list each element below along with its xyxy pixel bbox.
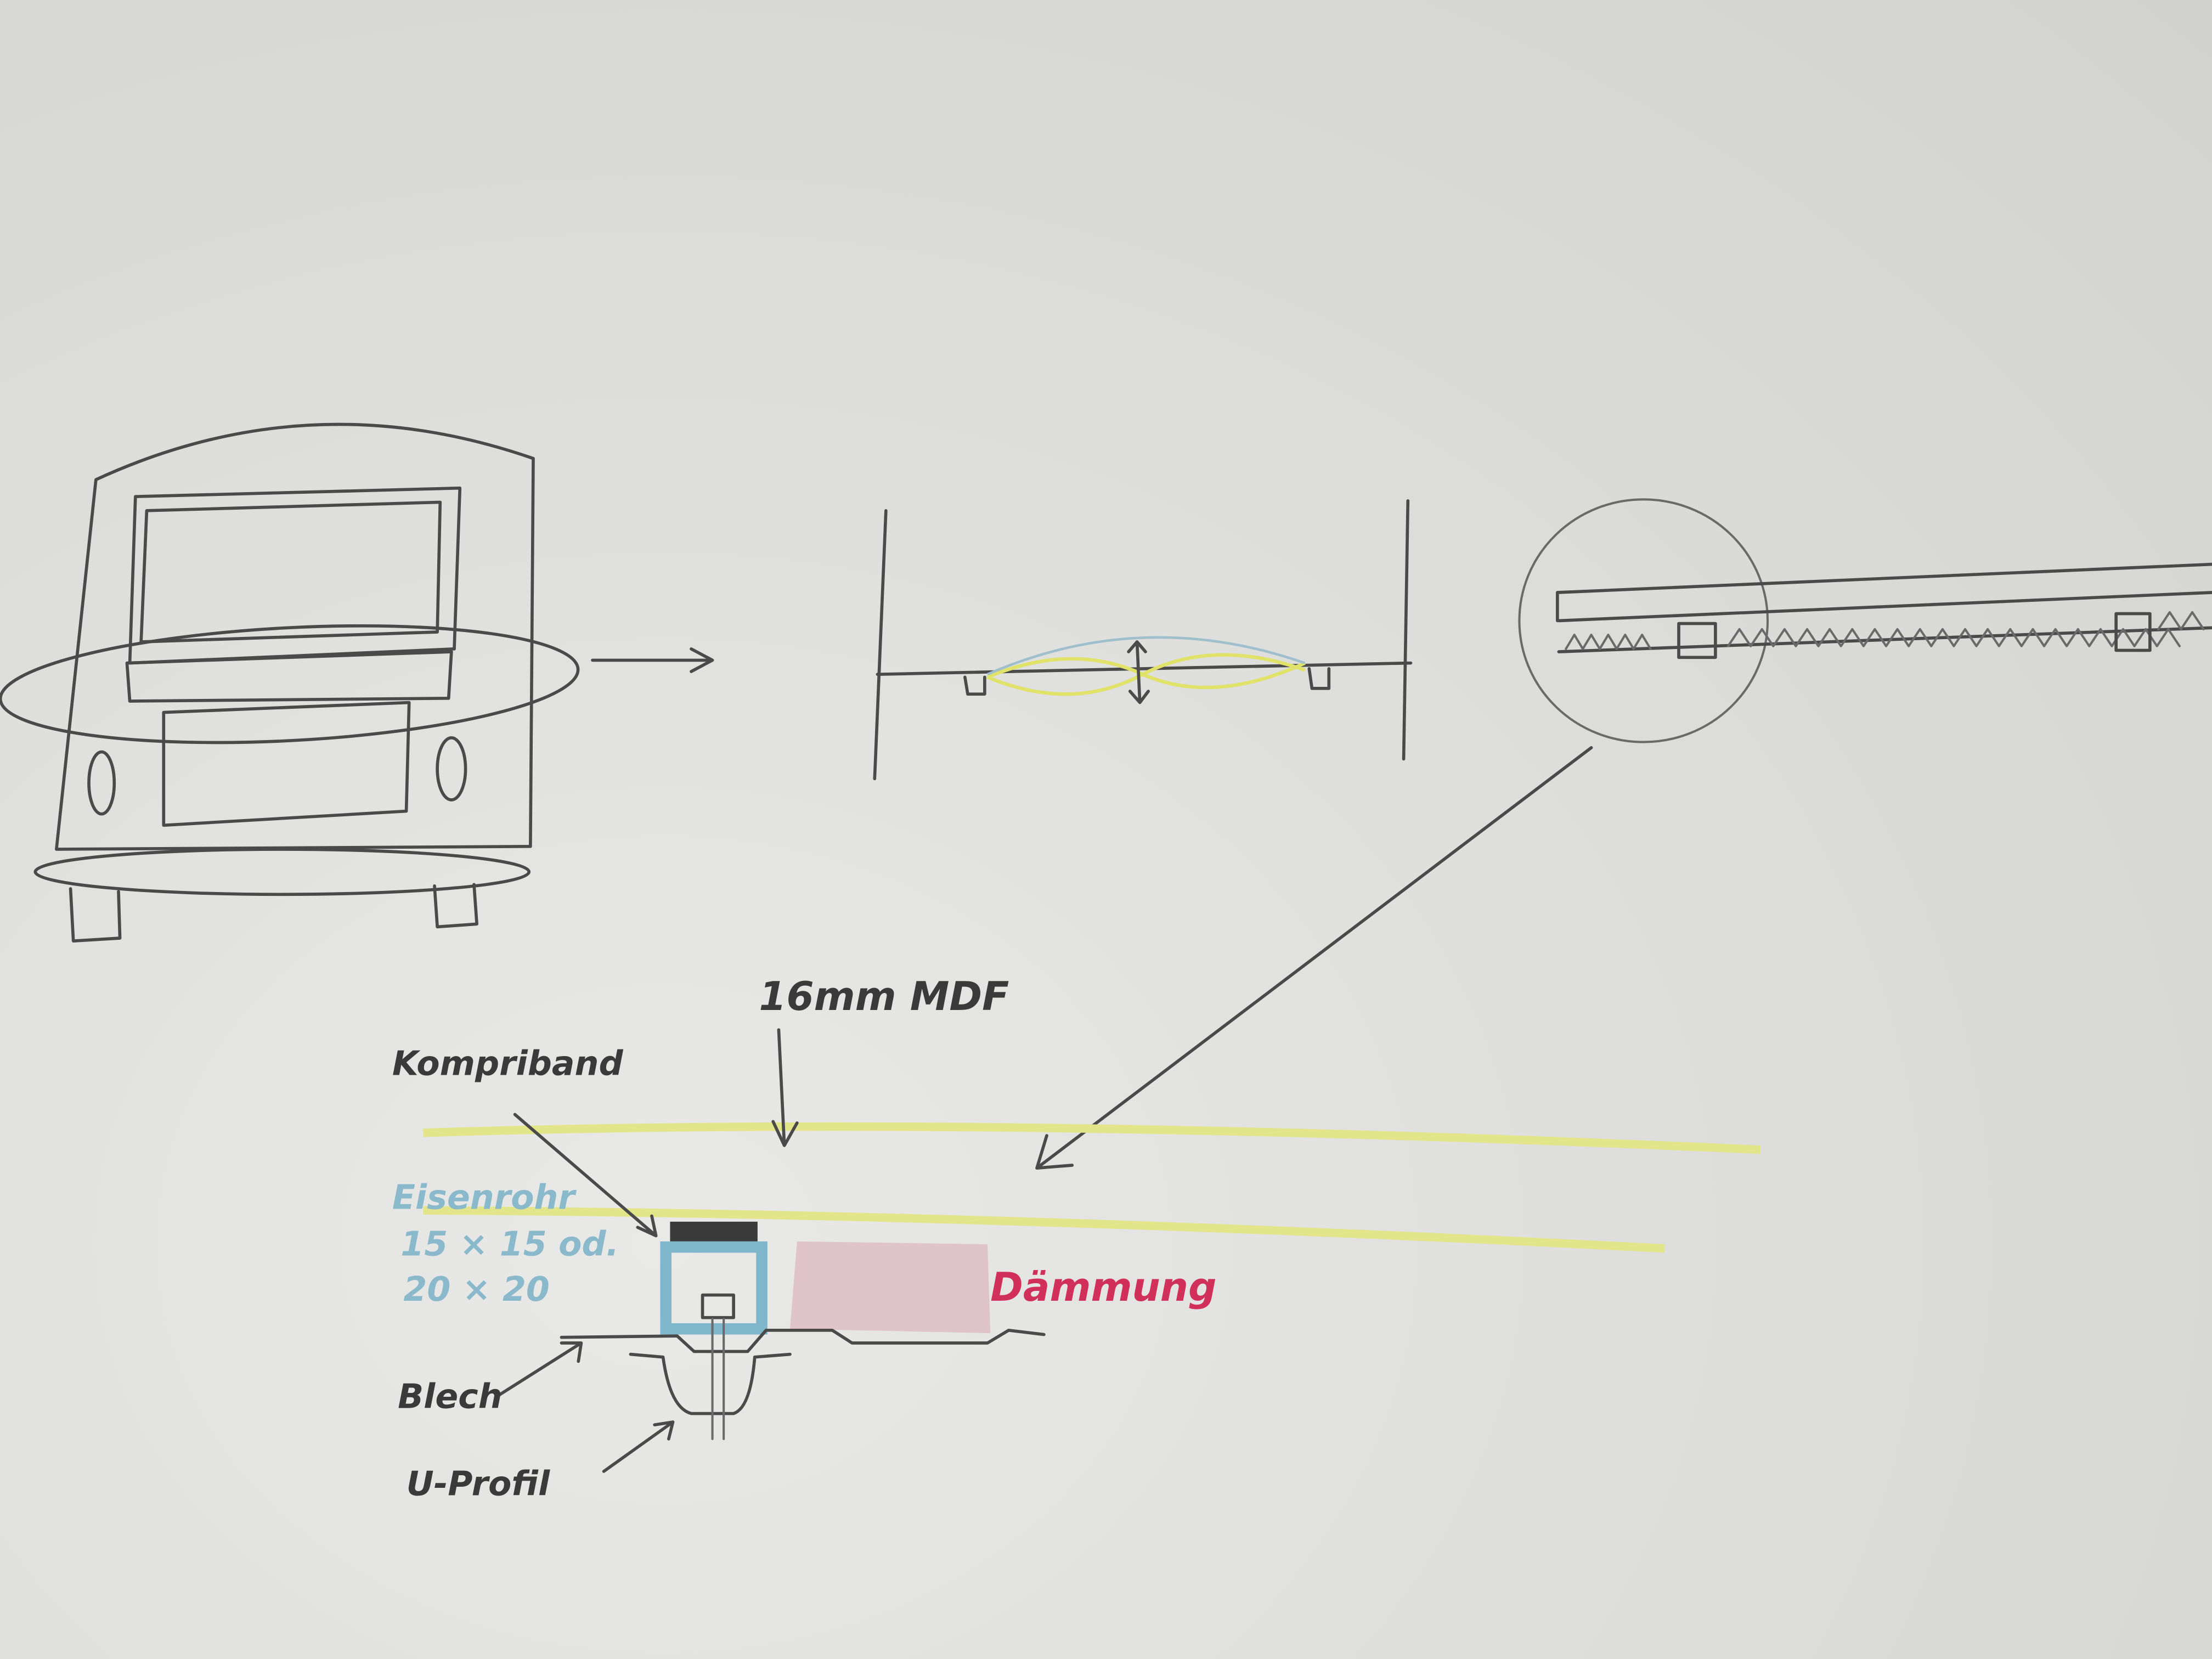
- mdf-top-line: [423, 1122, 1761, 1154]
- label-eisenrohr-size-1: 15 × 15 od.: [400, 1224, 619, 1264]
- label-blech: Blech: [398, 1376, 503, 1416]
- mdf-bottom-line: [423, 1206, 1665, 1253]
- label-kompriband: Kompriband: [392, 1043, 624, 1083]
- u-profil-shape: [629, 1352, 792, 1415]
- floor-deflection-sketch: [873, 499, 1413, 781]
- daemmung-fill: [790, 1241, 991, 1333]
- detail-circle-sketch: [1518, 498, 2212, 743]
- van-front-sketch: [0, 422, 580, 943]
- label-daemmung: Dämmung: [990, 1264, 1216, 1310]
- arrow-to-floor-section: [591, 647, 714, 673]
- label-u-profil: U-Profil: [407, 1464, 550, 1504]
- cross-section-detail: [423, 1028, 1761, 1473]
- eisenrohr-tube: [660, 1241, 768, 1335]
- label-16mm-mdf: 16mm MDF: [759, 973, 1009, 1019]
- label-eisenrohr-size-2: 20 × 20: [403, 1269, 549, 1309]
- kompriband-strip: [670, 1221, 758, 1242]
- blech-line: [560, 1329, 1046, 1353]
- arrow-to-cross-section: [1035, 746, 1593, 1170]
- label-eisenrohr: Eisenrohr: [392, 1178, 577, 1217]
